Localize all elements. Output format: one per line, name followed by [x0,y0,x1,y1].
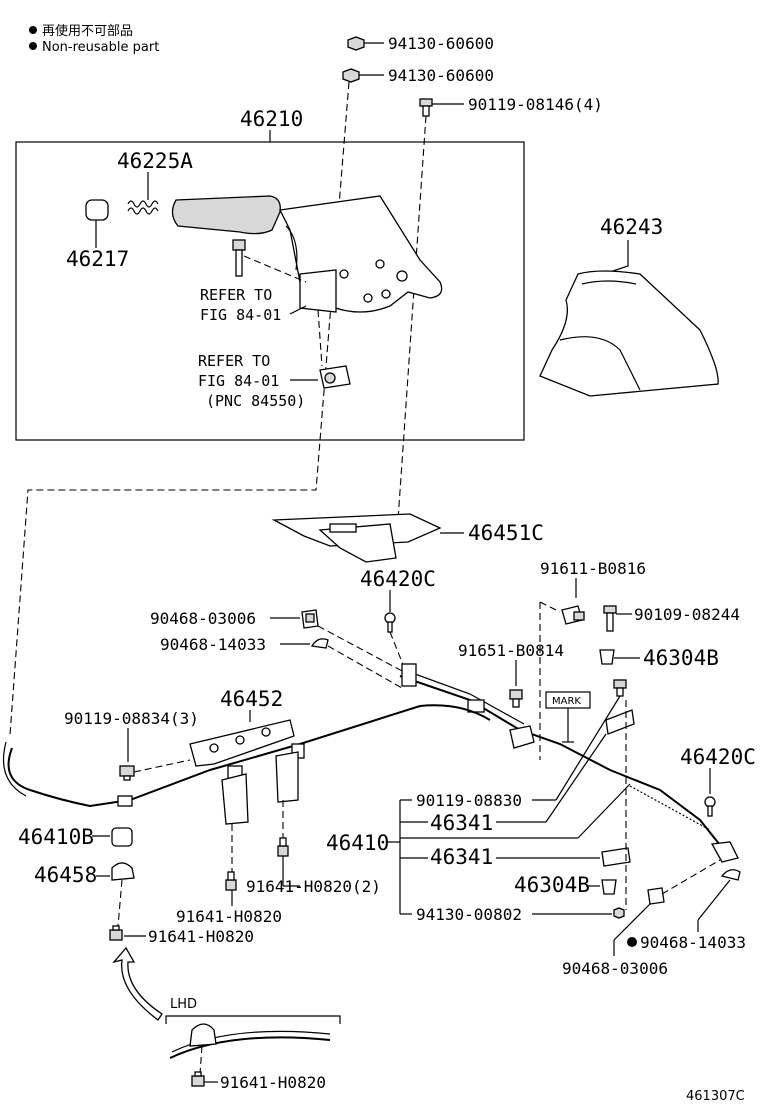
label-46304B-b[interactable]: 46304B [514,873,590,897]
bracket-46452[interactable] [189,719,295,767]
label-94130-00802[interactable]: 94130-00802 [416,905,522,924]
label-46458[interactable]: 46458 [34,863,97,887]
lever-assembly-box [15,141,525,441]
pin-46420C-a[interactable] [384,612,396,633]
label-lhd[interactable]: LHD [170,997,197,1012]
label-46341-a[interactable]: 46341 [430,811,493,835]
label-90468-03006-b[interactable]: 90468-03006 [562,959,668,978]
bolt-refer-fig-84-01[interactable] [232,239,246,277]
legend-bullet-1 [29,26,37,34]
label-90119-08146[interactable]: 90119-08146(4) [468,95,603,114]
legend-bullet-2 [29,42,37,50]
bolt-91641-H0820-2[interactable] [277,837,289,857]
lhd-arrow [112,946,163,1021]
grommet-46410B[interactable] [111,827,133,847]
label-46341-b[interactable]: 46341 [430,845,493,869]
figure-code: 461307C [686,1089,745,1104]
pin-46420C-b[interactable] [704,796,716,817]
bolt-90119-08146[interactable] [419,98,464,117]
parking-brake-lever[interactable] [171,195,443,313]
label-46410B[interactable]: 46410B [18,825,94,849]
nut-94130-60600-b[interactable] [342,68,384,83]
label-refer2-line1[interactable]: REFER TO [198,352,270,370]
label-refer1-line2[interactable]: FIG 84-01 [200,306,281,324]
bolt-91651-B0814[interactable] [509,689,523,708]
label-91641-H0820-b[interactable]: 91641-H0820 [148,927,254,946]
bolt-90109-08244[interactable] [603,605,617,632]
switch-pnc-84550[interactable] [319,365,351,389]
label-refer2-line2[interactable]: FIG 84-01 [198,372,279,390]
label-46304B-a[interactable]: 46304B [643,646,719,670]
label-90468-03006-a[interactable]: 90468-03006 [150,609,256,628]
clip-90468-14033-b[interactable] [720,869,741,881]
boot-46243[interactable] [539,270,719,397]
equalizer-bracket[interactable] [401,663,535,749]
label-46210[interactable]: 46210 [240,107,303,131]
label-refer1-line1[interactable]: REFER TO [200,286,272,304]
clip-90468-03006-b[interactable] [647,887,665,905]
label-46420C-b[interactable]: 46420C [680,745,756,769]
bracket-46451C[interactable] [271,513,442,563]
label-46420C-a[interactable]: 46420C [360,567,436,591]
label-46217[interactable]: 46217 [66,247,129,271]
button-46217[interactable] [85,199,109,221]
legend-english-text: Non-reusable part [42,40,159,55]
label-90468-14033-a[interactable]: 90468-14033 [160,635,266,654]
bracket-46341-b[interactable] [601,847,631,867]
label-46451C[interactable]: 46451C [468,521,544,545]
cable-bracket-hangers[interactable] [221,751,299,825]
label-90119-08830[interactable]: 90119-08830 [416,791,522,810]
label-refer2-line3[interactable]: (PNC 84550) [206,392,305,410]
label-46243[interactable]: 46243 [600,215,663,239]
grommet-46304B-a[interactable] [599,649,615,665]
non-reusable-marker [627,937,637,947]
label-mark[interactable]: MARK [552,696,581,707]
nut-94130-00802[interactable] [613,907,625,919]
label-91641-H0820-2[interactable]: 91641-H0820(2) [246,877,381,896]
label-46410[interactable]: 46410 [326,831,389,855]
label-91641-H0820-c[interactable]: 91641-H0820 [220,1073,326,1092]
guide-line-bolt [397,115,427,521]
clip-90468-14033-a[interactable] [310,638,329,649]
label-90109-08244[interactable]: 90109-08244 [634,605,740,624]
lhd-cable-clamp[interactable] [169,1023,331,1059]
label-94130-60600-a[interactable]: 94130-60600 [388,34,494,53]
clip-90468-03006-a[interactable] [301,609,319,629]
clamp-46458[interactable] [111,862,135,881]
label-91651-B0814[interactable]: 91651-B0814 [458,641,564,660]
bolt-91641-H0820-b[interactable] [109,925,123,941]
bolt-91611-B0816[interactable] [561,605,585,625]
bolt-91641-H0820-c[interactable] [191,1071,205,1087]
bolt-90119-08830[interactable] [613,679,627,697]
rear-cable-end[interactable] [710,841,739,863]
label-94130-60600-b[interactable]: 94130-60600 [388,66,494,85]
legend-japanese-text: 再使用不可部品 [42,23,133,39]
label-90468-14033-b[interactable]: 90468-14033 [640,933,746,952]
nut-94130-60600-a[interactable] [347,36,384,51]
bolt-90119-08834[interactable] [119,765,135,781]
grommet-46304B-b[interactable] [601,879,617,895]
bolt-91641-H0820-a[interactable] [225,871,237,891]
label-91641-H0820-a[interactable]: 91641-H0820 [176,907,282,926]
label-46452[interactable]: 46452 [220,687,283,711]
label-91611-B0816[interactable]: 91611-B0816 [540,559,646,578]
spring-46225A[interactable] [127,200,159,215]
label-46225A[interactable]: 46225A [117,149,193,173]
label-90119-08834[interactable]: 90119-08834(3) [64,709,199,728]
